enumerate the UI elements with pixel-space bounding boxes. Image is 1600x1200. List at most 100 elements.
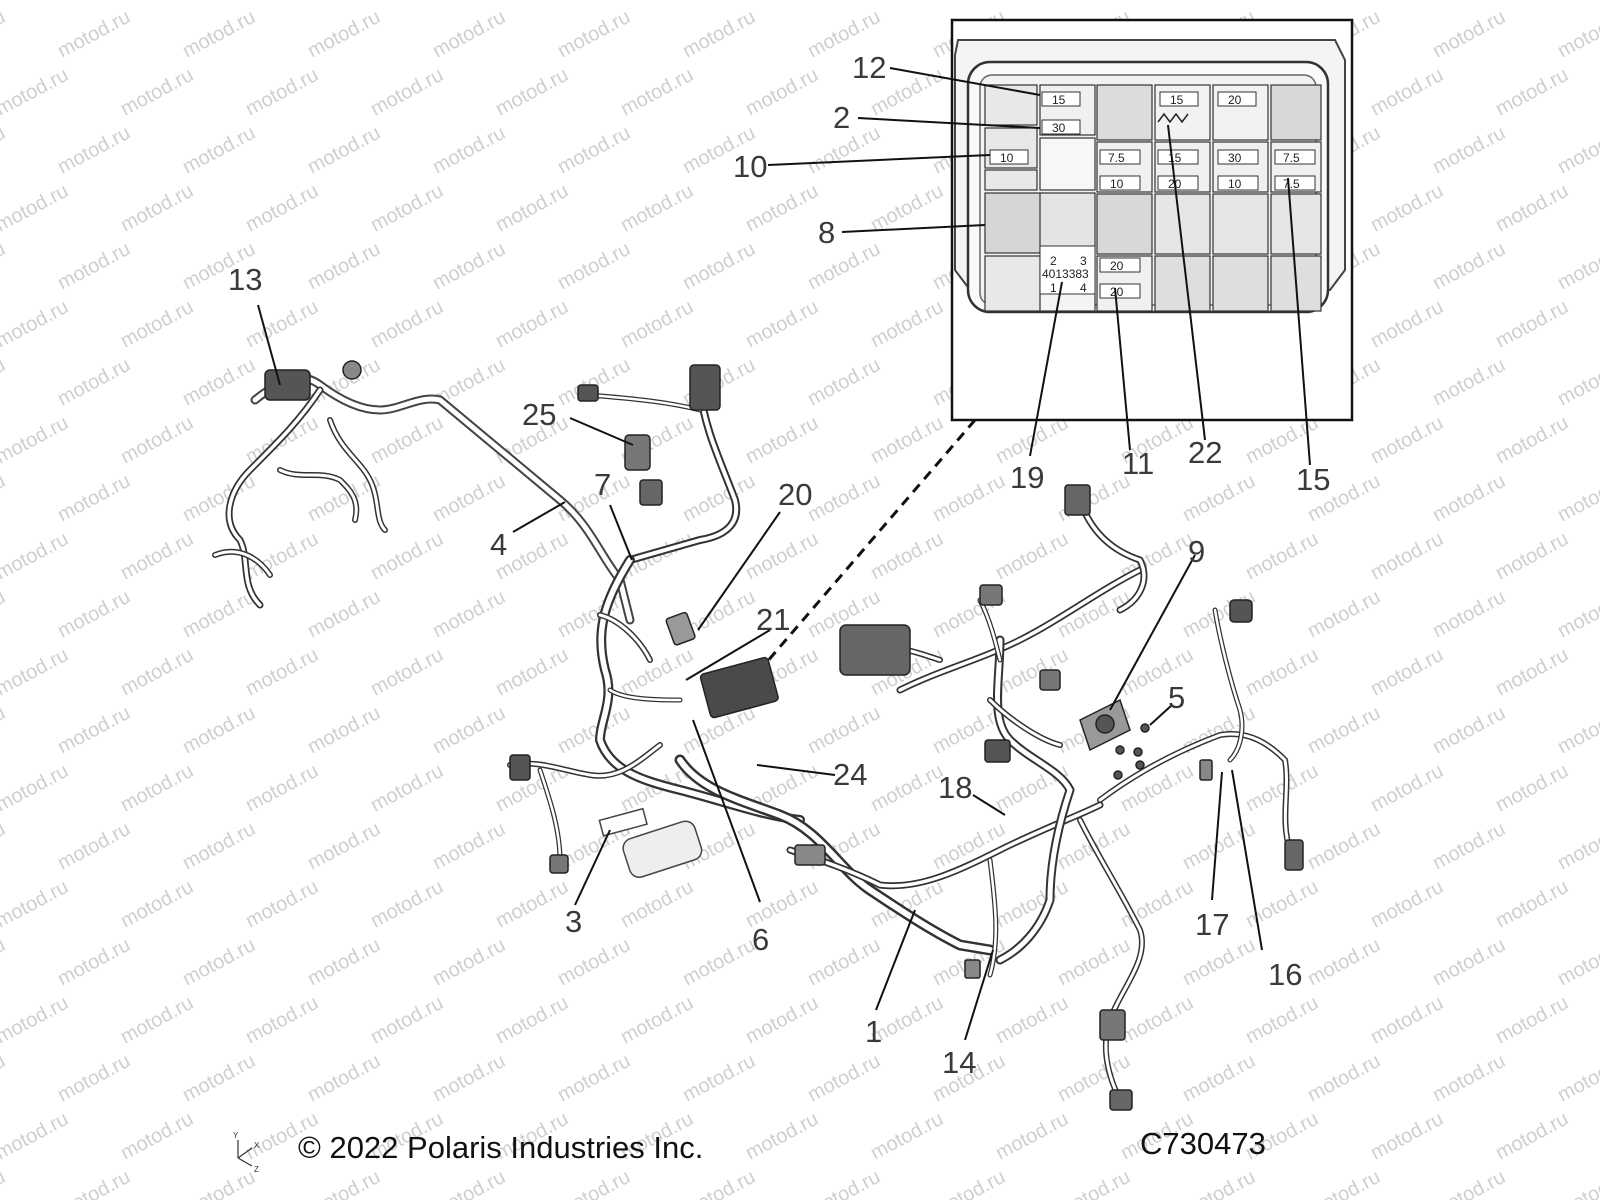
watermark-text: motod.ru — [1492, 992, 1572, 1048]
connector — [1284, 839, 1304, 871]
callout-4: 4 — [490, 527, 507, 562]
connector — [984, 739, 1011, 763]
watermark-text: motod.ru — [1367, 296, 1447, 352]
watermark-text: motod.ru — [117, 644, 197, 700]
watermark-text: motod.ru — [1429, 6, 1509, 62]
watermark-text: motod.ru — [117, 876, 197, 932]
fuse-symbol-22 — [1157, 112, 1189, 124]
callout-19: 19 — [1010, 460, 1044, 495]
watermark-text: motod.ru — [304, 818, 384, 874]
connector — [639, 479, 663, 506]
callout-6: 6 — [752, 922, 769, 957]
watermark-text: motod.ru — [367, 760, 447, 816]
watermark-text: motod.ru — [1367, 992, 1447, 1048]
copyright-text: © 2022 Polaris Industries Inc. — [298, 1130, 704, 1165]
watermark-text: motod.ru — [679, 934, 759, 990]
inset-leader — [758, 419, 977, 671]
watermark-text: motod.ru — [742, 1108, 822, 1164]
watermark-text: motod.ru — [617, 876, 697, 932]
watermark-text: motod.ru — [804, 470, 884, 526]
relay-19: 4013383 1 2 3 4 — [1039, 245, 1096, 295]
watermark-text: motod.ru — [0, 1108, 72, 1164]
watermark-text: motod.ru — [742, 528, 822, 584]
watermark-text: motod.ru — [554, 934, 634, 990]
watermark-text: motod.ru — [242, 760, 322, 816]
watermark-text: motod.ru — [1367, 412, 1447, 468]
watermark-text: motod.ru — [992, 1108, 1072, 1164]
watermark-text: motod.ru — [1367, 644, 1447, 700]
watermark-text: motod.ru — [0, 586, 9, 642]
callout-18: 18 — [938, 770, 972, 805]
watermark-text: motod.ru — [242, 64, 322, 120]
fuse-labels: 15 30 10 15 20 7.5 15 30 7.5 10 20 10 7.… — [989, 91, 1316, 299]
watermark-text: motod.ru — [0, 122, 9, 178]
watermark-text: motod.ru — [492, 644, 572, 700]
fuse-label: 7.5 — [1283, 151, 1300, 165]
watermark-text: motod.ru — [0, 0, 72, 4]
watermark-text: motod.ru — [367, 876, 447, 932]
watermark-text: motod.ru — [1367, 180, 1447, 236]
callout-7: 7 — [594, 467, 611, 502]
watermark-text: motod.ru — [1304, 1050, 1384, 1106]
watermark-text: motod.ru — [1179, 934, 1259, 990]
watermark-text: motod.ru — [54, 702, 134, 758]
watermark-text: motod.ru — [54, 238, 134, 294]
watermark-text: motod.ru — [304, 238, 384, 294]
connector — [1229, 599, 1253, 623]
watermark-text: motod.ru — [1242, 0, 1322, 4]
watermark-text: motod.ru — [0, 238, 9, 294]
watermark-text: motod.ru — [554, 702, 634, 758]
watermark-text: motod.ru — [367, 180, 447, 236]
watermark-text: motod.ru — [1429, 818, 1509, 874]
watermark-text: motod.ru — [1117, 0, 1197, 4]
harness-lines — [212, 373, 1293, 1103]
watermark-text: motod.ru — [679, 6, 759, 62]
watermark-text: motod.ru — [1492, 64, 1572, 120]
fuse-label: 10 — [1110, 177, 1124, 191]
watermark-text: motod.ru — [179, 1166, 259, 1200]
watermark-text: motod.ru — [179, 1050, 259, 1106]
watermark-text: motod.ru — [429, 122, 509, 178]
connector — [689, 364, 721, 411]
watermark-text: motod.ru — [54, 1050, 134, 1106]
watermark-text: motod.ru — [54, 122, 134, 178]
watermark-text: motod.ru — [867, 528, 947, 584]
callout-11: 11 — [1122, 446, 1154, 481]
fuse-label: 10 — [1228, 177, 1242, 191]
callout-13: 13 — [228, 262, 262, 297]
axis-label: X — [254, 1141, 260, 1150]
watermark-text: motod.ru — [1554, 122, 1600, 178]
watermark-text: motod.ru — [1554, 1166, 1600, 1200]
watermark-text: motod.ru — [1429, 238, 1509, 294]
grommet-center — [1095, 714, 1115, 734]
callout-24: 24 — [833, 757, 867, 792]
relay-part-number: 4013383 — [1042, 267, 1089, 281]
watermark-text: motod.ru — [1242, 644, 1322, 700]
watermark-text: motod.ru — [179, 818, 259, 874]
screw — [1140, 723, 1150, 733]
callout-16: 16 — [1268, 957, 1302, 992]
watermark-text: motod.ru — [367, 528, 447, 584]
watermark-text: motod.ru — [492, 0, 572, 4]
watermark-text: motod.ru — [804, 1166, 884, 1200]
watermark-text: motod.ru — [492, 296, 572, 352]
watermark-text: motod.ru — [0, 1050, 9, 1106]
watermark-text: motod.ru — [1492, 528, 1572, 584]
watermark-text: motod.ru — [992, 0, 1072, 4]
screw — [1115, 745, 1125, 755]
watermark-text: motod.ru — [179, 354, 259, 410]
watermark-text: motod.ru — [1554, 586, 1600, 642]
watermark-text: motod.ru — [179, 934, 259, 990]
watermark-text: motod.ru — [867, 1108, 947, 1164]
watermark-text: motod.ru — [304, 702, 384, 758]
watermark-text: motod.ru — [1367, 876, 1447, 932]
axis-label: Z — [254, 1165, 259, 1174]
components — [264, 360, 1304, 1111]
watermark-text: motod.ru — [1304, 702, 1384, 758]
watermark-text: motod.ru — [554, 238, 634, 294]
callout-17: 17 — [1195, 907, 1229, 942]
callout-12: 12 — [852, 50, 886, 85]
watermark-text: motod.ru — [929, 470, 1009, 526]
watermark-text: motod.ru — [1367, 0, 1447, 4]
watermark-text: motod.ru — [242, 644, 322, 700]
